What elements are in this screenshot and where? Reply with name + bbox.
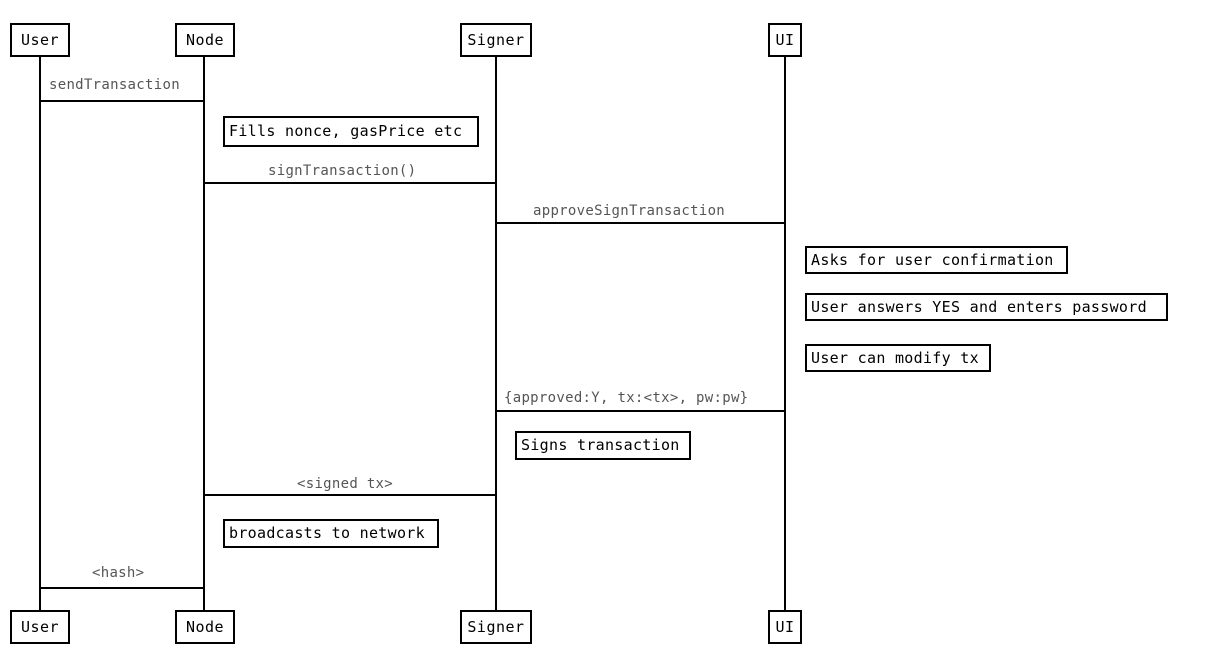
participant-node-top-label: Node [185, 30, 225, 49]
participant-user-top-label: User [20, 30, 60, 49]
participant-ui-bottom[interactable]: UI [768, 610, 802, 644]
note-user-answers-yes-text: User answers YES and enters password [811, 297, 1147, 316]
message-line-sign-transaction [204, 182, 496, 184]
message-label-sign-transaction: signTransaction() [268, 163, 417, 179]
message-line-hash [40, 587, 205, 589]
note-asks-for-confirmation-text: Asks for user confirmation [811, 250, 1054, 269]
participant-ui-bottom-label: UI [775, 617, 795, 636]
lifeline-node [203, 57, 205, 610]
message-label-approve-sign-transaction: approveSignTransaction [533, 203, 726, 219]
participant-signer-bottom[interactable]: Signer [460, 610, 532, 644]
message-label-hash: <hash> [92, 565, 145, 581]
note-signs-transaction: Signs transaction [515, 431, 691, 460]
message-line-approved-response [496, 410, 786, 412]
participant-signer-bottom-label: Signer [467, 617, 525, 636]
note-fills-nonce: Fills nonce, gasPrice etc [223, 116, 479, 147]
lifeline-user [39, 57, 41, 610]
message-label-approved-response: {approved:Y, tx:<tx>, pw:pw} [504, 390, 749, 406]
message-line-signed-tx [204, 494, 496, 496]
message-line-send-transaction [40, 100, 205, 102]
note-broadcasts-to-network-text: broadcasts to network [229, 524, 425, 542]
participant-signer-top-label: Signer [467, 30, 525, 49]
note-broadcasts-to-network: broadcasts to network [223, 519, 439, 548]
participant-user-bottom[interactable]: User [10, 610, 70, 644]
note-signs-transaction-text: Signs transaction [521, 436, 680, 454]
participant-signer-top[interactable]: Signer [460, 23, 532, 57]
note-fills-nonce-text: Fills nonce, gasPrice etc [229, 122, 463, 140]
message-label-signed-tx: <signed tx> [297, 476, 394, 492]
participant-node-bottom[interactable]: Node [175, 610, 235, 644]
message-line-approve-sign-transaction [496, 222, 785, 224]
note-user-answers-yes: User answers YES and enters password [805, 293, 1168, 321]
note-user-can-modify-tx-text: User can modify tx [811, 348, 979, 367]
note-asks-for-confirmation: Asks for user confirmation [805, 246, 1068, 274]
lifeline-signer [495, 57, 497, 610]
participant-user-top[interactable]: User [10, 23, 70, 57]
participant-ui-top-label: UI [775, 30, 795, 49]
participant-node-top[interactable]: Node [175, 23, 235, 57]
lifeline-ui [784, 57, 786, 610]
participant-ui-top[interactable]: UI [768, 23, 802, 57]
message-label-send-transaction: sendTransaction [49, 77, 180, 93]
participant-node-bottom-label: Node [185, 617, 225, 636]
note-user-can-modify-tx: User can modify tx [805, 344, 991, 372]
participant-user-bottom-label: User [20, 617, 60, 636]
